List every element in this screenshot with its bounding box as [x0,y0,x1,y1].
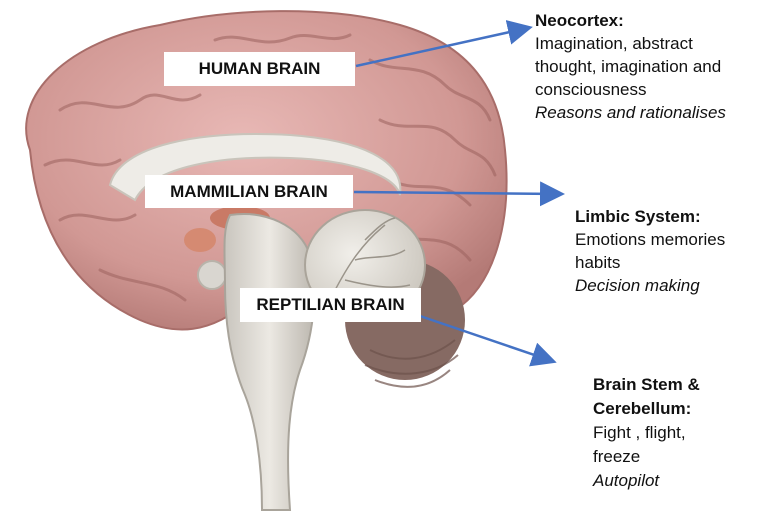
brainstem-line: Fight , flight, [593,421,700,445]
reptilian-brain-label: REPTILIAN BRAIN [240,288,421,322]
neocortex-line: thought, imagination and [535,55,726,78]
limbic-italic: Decision making [575,274,725,297]
neocortex-line: Imagination, abstract [535,32,726,55]
brainstem-description: Brain Stem & Cerebellum: Fight , flight,… [593,373,700,493]
neocortex-italic: Reasons and rationalises [535,101,726,124]
limbic-description: Limbic System: Emotions memories habits … [575,205,725,297]
brainstem-italic: Autopilot [593,469,700,493]
hypothalamus [184,228,216,252]
neocortex-title: Neocortex: [535,9,726,32]
neocortex-description: Neocortex: Imagination, abstract thought… [535,9,726,124]
limbic-line: Emotions memories [575,228,725,251]
neocortex-line: consciousness [535,78,726,101]
mammalian-brain-label: MAMMILIAN BRAIN [145,175,353,208]
brainstem-line: freeze [593,445,700,469]
brainstem-title: Brain Stem & [593,373,700,397]
pituitary [198,261,226,289]
limbic-line: habits [575,251,725,274]
human-brain-label: HUMAN BRAIN [164,52,355,86]
brainstem-shape [224,214,314,510]
brainstem-title: Cerebellum: [593,397,700,421]
limbic-title: Limbic System: [575,205,725,228]
